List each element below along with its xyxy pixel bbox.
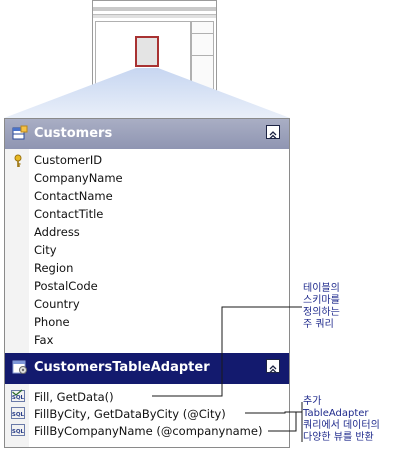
table-adapter-icon bbox=[12, 360, 27, 374]
thumbnail-side-panel bbox=[191, 21, 214, 93]
column-customerid[interactable]: CustomerID bbox=[34, 153, 103, 167]
thumbnail-toolbar bbox=[93, 14, 216, 18]
svg-text:SQL: SQL bbox=[12, 429, 25, 435]
thumbnail-title-bar bbox=[93, 7, 216, 11]
customers-table-component[interactable]: Customers CustomerID CompanyName Contact… bbox=[4, 118, 290, 448]
column-fax[interactable]: Fax bbox=[34, 333, 54, 347]
column-contacttitle[interactable]: ContactTitle bbox=[34, 207, 104, 221]
query-fill-getdata[interactable]: Fill, GetData() bbox=[34, 390, 114, 404]
column-contactname[interactable]: ContactName bbox=[34, 189, 113, 203]
thumbnail-table-highlight bbox=[135, 36, 159, 67]
additional-queries-callout: 추가 TableAdapter 쿼리에서 데이터의 다양한 뷰를 반환 bbox=[303, 396, 380, 443]
collapse-chevron-icon[interactable] bbox=[266, 125, 280, 139]
sql-query-icon: SQL bbox=[11, 389, 25, 402]
column-country[interactable]: Country bbox=[34, 297, 80, 311]
table-icon bbox=[12, 125, 28, 140]
query-fillbycity[interactable]: FillByCity, GetDataByCity (@City) bbox=[34, 407, 226, 421]
svg-text:SQL: SQL bbox=[12, 412, 25, 418]
column-region[interactable]: Region bbox=[34, 261, 74, 275]
designer-thumbnail bbox=[92, 0, 217, 96]
sql-query-icon: SQL bbox=[11, 424, 25, 436]
table-adapter-title: CustomersTableAdapter bbox=[34, 360, 210, 375]
table-title: Customers bbox=[34, 126, 113, 141]
main-query-callout: 테이블의 스키마를 정의하는 주 쿼리 bbox=[303, 283, 340, 330]
column-address[interactable]: Address bbox=[34, 225, 80, 239]
column-gutter bbox=[5, 149, 29, 353]
query-fillbycompanyname[interactable]: FillByCompanyName (@companyname) bbox=[34, 424, 263, 438]
column-phone[interactable]: Phone bbox=[34, 315, 70, 329]
column-city[interactable]: City bbox=[34, 243, 57, 257]
column-postalcode[interactable]: PostalCode bbox=[34, 279, 98, 293]
column-companyname[interactable]: CompanyName bbox=[34, 171, 123, 185]
svg-text:SQL: SQL bbox=[12, 395, 25, 401]
table-adapter-header[interactable]: CustomersTableAdapter bbox=[5, 353, 289, 384]
primary-key-icon bbox=[14, 154, 22, 167]
sql-query-icon: SQL bbox=[11, 407, 25, 419]
table-header[interactable]: Customers bbox=[5, 119, 289, 149]
collapse-chevron-icon[interactable] bbox=[266, 359, 280, 373]
